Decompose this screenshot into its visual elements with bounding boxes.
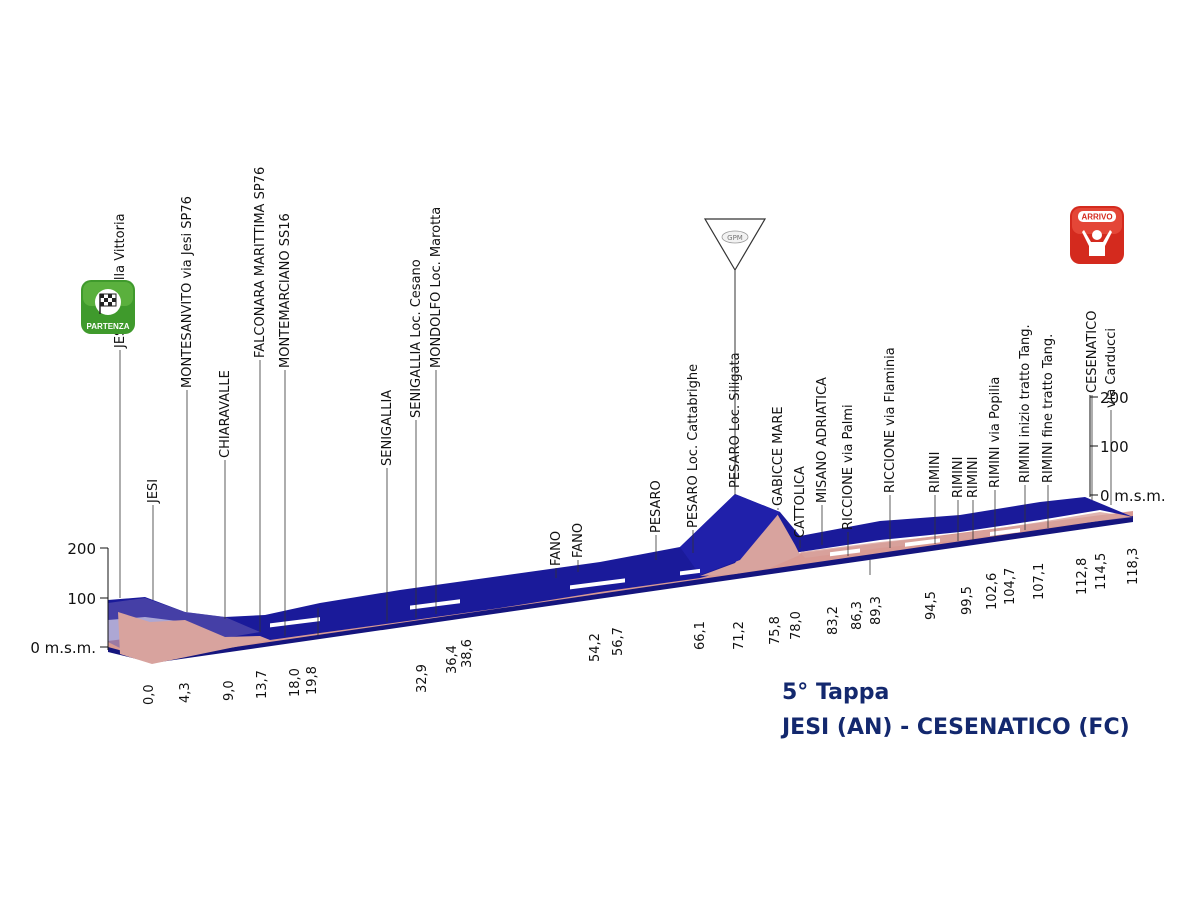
waypoint-label-23: RIMINI (966, 457, 981, 498)
km-label-24: 114,5 (1094, 553, 1109, 590)
start-badge-label: PARTENZA (87, 322, 130, 331)
km-label-7: 36,4 (445, 645, 460, 674)
road-segment-1 (410, 599, 460, 610)
waypoint-label-18: RICCIONE via Palmi (841, 404, 856, 530)
waypoint-label-11: FANO (571, 523, 586, 558)
waypoint-label-21: RIMINI (928, 452, 943, 493)
waypoint-label-24: RIMINI via Popilia (988, 377, 1003, 488)
waypoint-label-10: FANO (549, 531, 564, 566)
km-label-8: 38,6 (460, 639, 475, 668)
right-axis-0: 0 m.s.m. (1100, 487, 1166, 505)
start-badge: PARTENZA (81, 280, 135, 334)
waypoint-label-12: PESARO (649, 480, 664, 533)
profile-inner-face (118, 612, 270, 664)
waypoint-label-3: CHIARAVALLE (218, 370, 233, 458)
km-label-19: 99,5 (960, 586, 975, 615)
left-axis-0: 0 m.s.m. (30, 639, 96, 657)
waypoint-labels: JESI via della VittoriaJESIMONTESANVITO … (113, 167, 1119, 566)
waypoint-label-17: MISANO ADRIATICA (815, 377, 830, 503)
waypoint-label-25: RIMINI inizio tratto Tang. (1018, 324, 1033, 483)
road-segment-0 (270, 617, 320, 628)
km-label-9: 54,2 (588, 633, 603, 662)
cyclist-arms-up-icon (1082, 230, 1112, 256)
km-label-22: 107,1 (1032, 563, 1047, 600)
waypoint-label-1: JESI (146, 479, 161, 504)
road-markers (270, 528, 1020, 628)
road-segment-2 (570, 578, 625, 590)
km-label-11: 66,1 (693, 621, 708, 650)
left-axis-200: 200 (67, 540, 96, 558)
climb-inner-face (700, 510, 800, 576)
km-label-17: 89,3 (869, 596, 884, 625)
right-ribbon-inner (800, 512, 1133, 558)
waypoint-label-13: PESARO Loc. Cattabrighe (686, 364, 701, 528)
waypoint-label-9: MONDOLFO Loc. Marotta (429, 207, 444, 368)
km-label-14: 78,0 (789, 611, 804, 640)
gpm-label: GPM (727, 234, 743, 242)
km-label-0: 0,0 (142, 684, 157, 705)
km-label-23: 112,8 (1075, 558, 1090, 595)
km-label-18: 94,5 (924, 591, 939, 620)
road-segment-6 (990, 528, 1020, 536)
road-segment-3 (680, 568, 700, 576)
waypoint-markers (119, 350, 1112, 636)
waypoint-label-4: FALCONARA MARITTIMA SP76 (253, 167, 268, 358)
road-segment-5 (905, 538, 940, 547)
left-axis-100: 100 (67, 590, 96, 608)
gpm-triangle-icon (703, 218, 767, 272)
km-label-16: 86,3 (850, 601, 865, 630)
waypoint-label-7: SENIGALLIA (380, 390, 395, 466)
km-label-5: 19,8 (305, 666, 320, 695)
left-axis: 200 100 0 m.s.m. (30, 540, 109, 657)
km-label-15: 83,2 (826, 606, 841, 635)
finish-badge: ARRIVO (1070, 206, 1124, 264)
km-label-10: 56,7 (611, 627, 626, 656)
climb-top-highlight (680, 494, 780, 575)
km-label-20: 102,6 (985, 573, 1000, 610)
elevation-profile (108, 494, 1133, 664)
km-label-25: 118,3 (1126, 548, 1141, 585)
km-label-6: 32,9 (415, 664, 430, 693)
waypoint-label-5: MONTEMARCIANO SS16 (278, 213, 293, 368)
profile-top-surface (108, 494, 1133, 640)
km-label-13: 75,8 (768, 616, 783, 645)
km-label-21: 104,7 (1003, 568, 1018, 605)
waypoint-label-16: CATTOLICA (793, 466, 808, 538)
road-segment-4 (830, 548, 860, 557)
waypoint-label-8: SENIGALLIA Loc. Cesano (409, 259, 424, 418)
waypoint-label-28: via Carducci (1104, 328, 1119, 408)
waypoint-label-27: CESENATICO (1085, 311, 1100, 393)
km-label-4: 18,0 (288, 668, 303, 697)
stage-number-title: 5° Tappa (782, 680, 890, 705)
finish-badge-label: ARRIVO (1081, 213, 1112, 222)
waypoint-label-20: RICCIONE via Flaminia (883, 347, 898, 493)
stage-route-title: JESI (AN) - CESENATICO (FC) (782, 715, 1130, 740)
waypoint-label-26: RIMINI fine tratto Tang. (1041, 334, 1056, 483)
gpm-marker: GPM (703, 218, 767, 490)
checkered-flag-icon (95, 289, 121, 315)
km-label-3: 13,7 (255, 670, 270, 699)
right-axis-100: 100 (1100, 438, 1129, 456)
km-label-2: 9,0 (222, 680, 237, 701)
waypoint-label-22: RIMINI (951, 457, 966, 498)
right-axis-200: 200 (1100, 389, 1129, 407)
waypoint-label-2: MONTESANVITO via Jesi SP76 (180, 196, 195, 388)
km-label-1: 4,3 (178, 682, 193, 703)
right-axis: 200 100 0 m.s.m. (1089, 389, 1166, 505)
waypoint-label-15: GABICCE MARE (771, 406, 786, 506)
km-label-12: 71,2 (732, 621, 747, 650)
